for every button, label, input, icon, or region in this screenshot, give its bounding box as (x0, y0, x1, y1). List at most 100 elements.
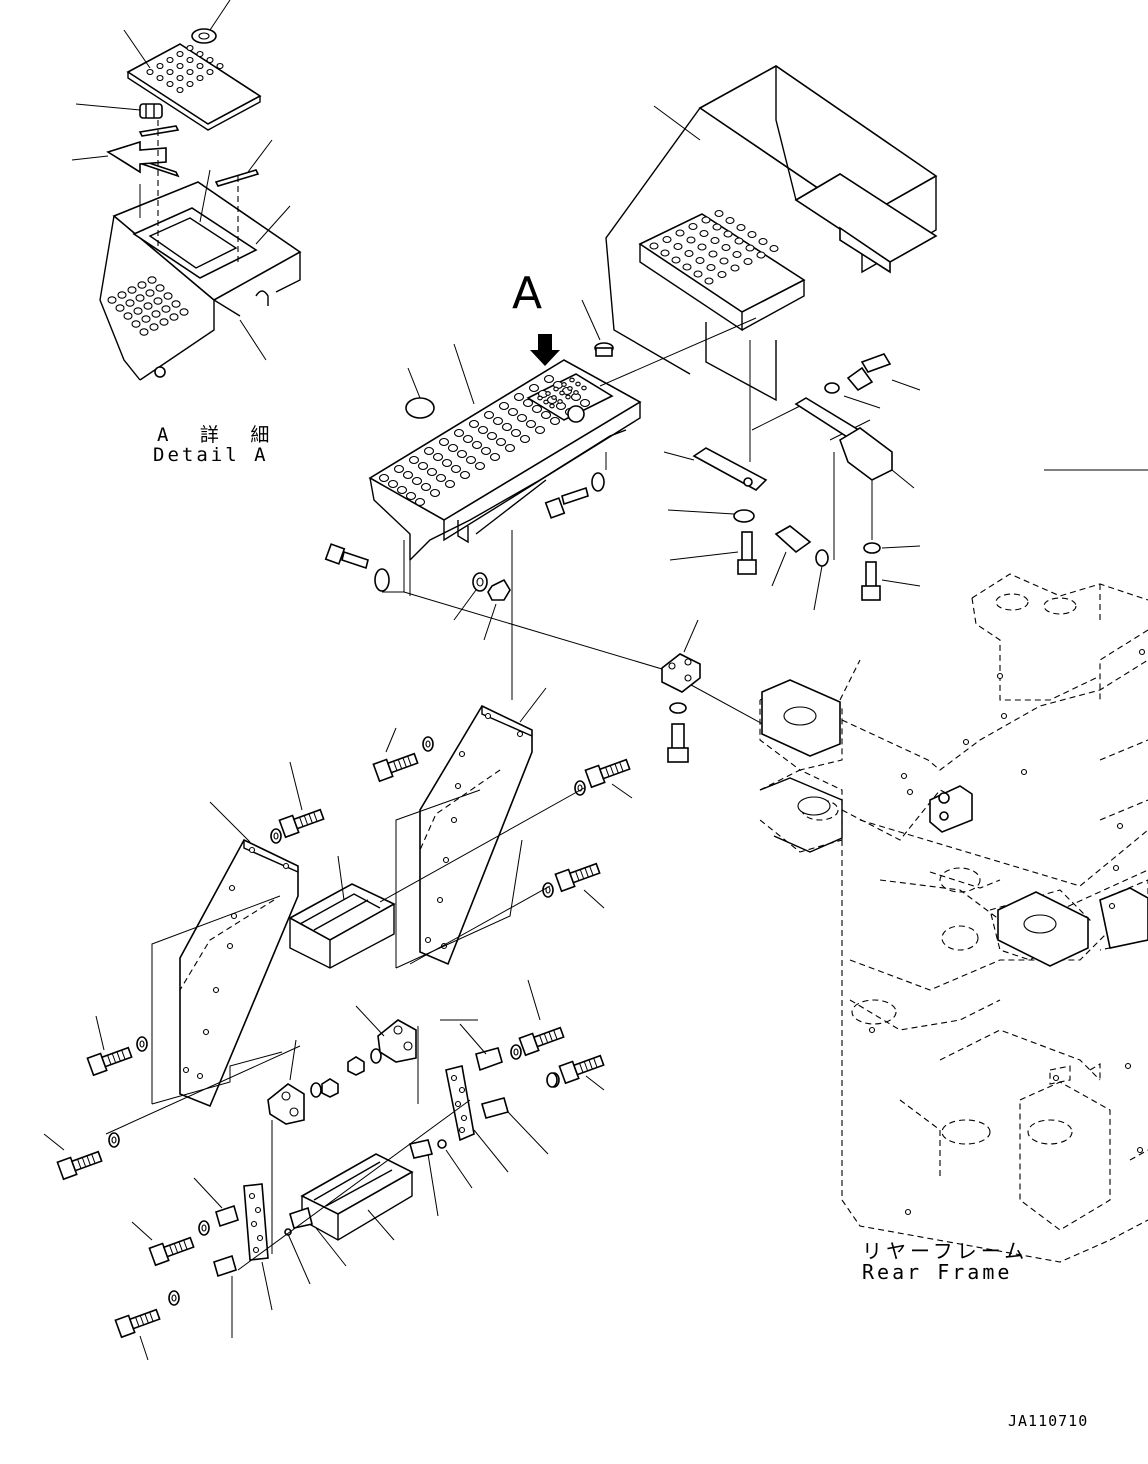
hole (904, 1208, 912, 1216)
hole (176, 50, 184, 58)
hole (196, 62, 204, 70)
hole (450, 464, 462, 474)
hole (565, 394, 571, 400)
hole (723, 230, 733, 238)
hole (510, 428, 522, 438)
hole (745, 244, 755, 252)
hole (444, 479, 456, 489)
hole (153, 297, 163, 305)
hole (156, 62, 164, 70)
bolt (554, 862, 601, 893)
washer (136, 1036, 148, 1052)
hole (405, 491, 417, 501)
view-arrow (530, 334, 560, 366)
hole (206, 68, 214, 76)
view-marker-label: A (512, 268, 543, 319)
hole (471, 440, 483, 450)
hole (149, 323, 159, 331)
hole (996, 672, 1004, 680)
hole (551, 395, 557, 400)
washer (422, 736, 434, 752)
hole (525, 419, 537, 429)
hole (423, 446, 435, 456)
hole (176, 74, 184, 82)
hole (462, 434, 474, 444)
bracket-hardware (663, 353, 921, 611)
hole (424, 936, 432, 944)
hole (501, 422, 513, 432)
bolt (669, 531, 757, 575)
bolt (861, 561, 921, 601)
nut (321, 1078, 339, 1098)
hole (125, 299, 135, 307)
hole (569, 377, 575, 383)
washer (510, 1044, 522, 1060)
hole (710, 236, 720, 245)
hole (730, 264, 740, 272)
hole (492, 416, 504, 426)
washer (453, 572, 488, 621)
hole (146, 68, 154, 76)
hole (432, 452, 444, 462)
hole (135, 294, 145, 302)
hole (458, 1126, 466, 1134)
hole (489, 452, 501, 462)
ladder-rung-upper (288, 855, 396, 969)
hole (465, 455, 477, 465)
hole (734, 237, 744, 245)
hole (1000, 712, 1008, 720)
bolt (324, 540, 405, 593)
hole (127, 286, 137, 294)
hole (962, 738, 970, 746)
hole (179, 308, 189, 316)
hole (248, 846, 256, 854)
detail-arrow (106, 140, 167, 174)
hole (673, 242, 683, 251)
hole (704, 277, 714, 285)
hole (474, 461, 486, 471)
hole (714, 209, 724, 218)
hole (450, 816, 458, 824)
hole (137, 281, 147, 289)
hole (176, 86, 184, 94)
hole (531, 404, 543, 414)
detail-title-jp: A 詳 細 (157, 424, 280, 446)
hole (155, 284, 165, 292)
hole (169, 313, 179, 321)
hole (1112, 864, 1120, 872)
detail-title-en: Detail A (153, 444, 269, 466)
hole (250, 1220, 258, 1228)
hole (256, 1234, 264, 1242)
ladder-mount-plates (105, 787, 585, 1338)
hole (1020, 768, 1028, 776)
washer (270, 828, 282, 844)
hole (706, 263, 716, 272)
hole (725, 216, 735, 225)
hole (396, 485, 408, 495)
hole (649, 242, 659, 250)
bolt (278, 808, 325, 839)
nut (483, 578, 511, 641)
upper-step-assembly (605, 65, 938, 402)
hole (228, 884, 236, 892)
ladder-assembly (43, 687, 633, 1361)
hole (212, 986, 220, 994)
hole (161, 305, 171, 313)
hole (156, 74, 164, 82)
hole (537, 395, 543, 401)
hole (561, 382, 567, 387)
washer (370, 1048, 382, 1064)
bolt (544, 452, 607, 519)
hole (575, 381, 581, 387)
hole (660, 249, 670, 257)
hole (206, 56, 214, 64)
hole (758, 237, 768, 246)
hole (447, 443, 459, 453)
bolt (846, 353, 921, 392)
hole (282, 862, 290, 870)
bolt (114, 1308, 161, 1339)
hole (477, 425, 489, 435)
hole (438, 437, 450, 447)
hole (107, 296, 117, 304)
